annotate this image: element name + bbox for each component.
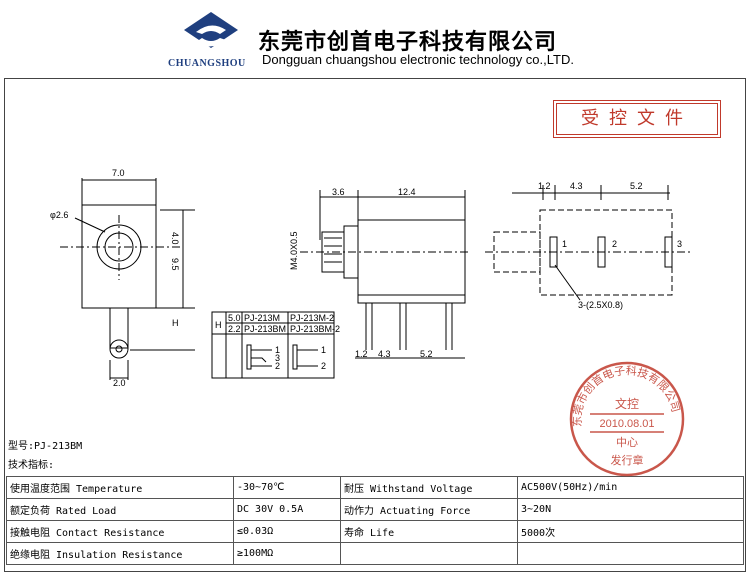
spec-value: AC500V(50Hz)/min	[517, 476, 744, 499]
pad-note: 3-(2.5X0.8)	[578, 300, 623, 310]
table-row: 接触电阻 Contact Resistance ≤0.03Ω 寿命 Life 5…	[6, 520, 744, 543]
side-dim-3-6: 3.6	[332, 187, 345, 197]
dim-h: H	[172, 318, 179, 328]
company-name-en: Dongguan chuangshou electronic technolog…	[262, 52, 574, 67]
spec-key: 接触电阻 Contact Resistance	[6, 520, 234, 543]
dim-2: 2.0	[113, 378, 126, 388]
variant-pin-2: 2	[275, 361, 280, 371]
variant-pin-1: 1	[275, 345, 280, 355]
seal-bottom: 发行章	[611, 453, 644, 467]
spec-title: 技术指标:	[8, 460, 55, 471]
variant-row1-a: PJ-213M	[244, 313, 280, 323]
spec-value: DC 30V 0.5A	[233, 498, 341, 521]
variant-b-pin-2: 2	[321, 361, 326, 371]
company-logo-icon	[184, 12, 238, 48]
model-line: 型号:PJ-213BM	[8, 441, 83, 452]
dim-9-5: 9.5	[170, 258, 180, 271]
front-width-dim: 7.0	[112, 168, 125, 178]
variant-table: H 5.0 PJ-213M PJ-213M-2 2.2 PJ-213BM PJ-…	[211, 311, 340, 379]
spec-table: 使用温度范围 Temperature -30~70℃ 耐压 Withstand …	[6, 476, 744, 565]
header: CHUANGSHOU 东莞市创首电子科技有限公司 Dongguan chuang…	[0, 0, 750, 78]
seal-date: 2010.08.01	[599, 418, 654, 430]
table-row: 绝缘电阻 Insulation Resistance ≥100MΩ	[6, 542, 744, 565]
table-row: 使用温度范围 Temperature -30~70℃ 耐压 Withstand …	[6, 476, 744, 499]
drawing-frame	[4, 78, 746, 572]
variant-b-pin-1: 1	[321, 345, 326, 355]
top-dim-5-2: 5.2	[630, 181, 643, 191]
spec-key: 耐压 Withstand Voltage	[340, 476, 518, 499]
variant-pin-3: 3	[275, 353, 280, 363]
logo-text: CHUANGSHOU	[168, 58, 246, 69]
seal-line2: 中心	[616, 436, 638, 449]
front-view: 7.0 φ2.6 4.0 9.5 H 2.0	[50, 168, 195, 388]
spec-key: 使用温度范围 Temperature	[6, 476, 234, 499]
side-dim-1-2: 1.2	[355, 349, 368, 359]
side-dim-5-2: 5.2	[420, 349, 433, 359]
top-view: 1.2 4.3 5.2 1 2 3 3-(2.5X0.8)	[485, 181, 690, 310]
spec-value: -30~70℃	[233, 476, 341, 499]
side-dim-12-4: 12.4	[398, 187, 416, 197]
pin-1-label: 1	[562, 239, 567, 249]
spec-value: 5000次	[517, 520, 744, 543]
pin-3-label: 3	[677, 239, 682, 249]
pin-2-label: 2	[612, 239, 617, 249]
spec-key: 额定负荷 Rated Load	[6, 498, 234, 521]
spec-value: 3~20N	[517, 498, 744, 521]
variant-row2-a: PJ-213BM	[244, 324, 286, 334]
variant-row1-b: PJ-213M-2	[290, 313, 334, 323]
spec-key: 绝缘电阻 Insulation Resistance	[6, 542, 234, 565]
top-dim-4-3: 4.3	[570, 181, 583, 191]
variant-row2-b: PJ-213BM-2	[290, 324, 340, 334]
spec-value: ≥100MΩ	[233, 542, 341, 565]
side-view: 3.6 12.4 M4.0X0.5 1.2 4.3 5.2	[289, 187, 470, 359]
company-name-cn: 东莞市创首电子科技有限公司	[258, 29, 558, 55]
side-dim-4-3: 4.3	[378, 349, 391, 359]
spec-key	[340, 542, 518, 565]
thread-dim: M4.0X0.5	[289, 231, 299, 270]
variant-row2-h: 2.2	[228, 324, 241, 334]
seal-line1: 文控	[615, 396, 639, 411]
dim-4: 4.0	[170, 232, 180, 245]
spec-value: ≤0.03Ω	[233, 520, 341, 543]
spec-key: 寿命 Life	[340, 520, 518, 543]
hole-dim: φ2.6	[50, 210, 68, 220]
spec-value	[517, 542, 744, 565]
top-dim-1-2: 1.2	[538, 181, 551, 191]
variant-row1-h: 5.0	[228, 313, 241, 323]
table-row: 额定负荷 Rated Load DC 30V 0.5A 动作力 Actuatin…	[6, 498, 744, 521]
controlled-document-stamp: 受控文件	[553, 100, 721, 138]
spec-key: 动作力 Actuating Force	[340, 498, 518, 521]
stamp-label: 受控文件	[581, 108, 693, 129]
variant-h-label: H	[215, 320, 222, 330]
company-seal: 东莞市创首电子科技有限公司 文控 2010.08.01 中心 发行章	[569, 361, 685, 477]
